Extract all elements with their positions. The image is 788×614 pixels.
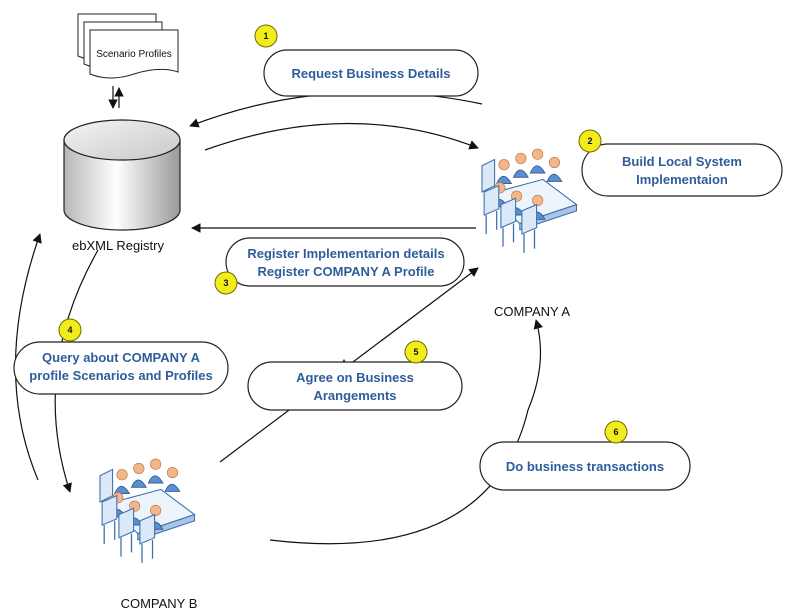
step-5-number: 5 [413, 347, 418, 357]
arrow-request-to-registry [189, 91, 483, 128]
step-4-badge [58, 318, 82, 342]
step-6: Do business transactions 6 [479, 420, 691, 491]
step-4-line-1: Query about COMPANY A [42, 350, 201, 365]
step-2: Build Local System Implementaion 2 [578, 129, 783, 197]
step-1-number: 1 [263, 31, 268, 41]
step-6-badge [604, 420, 628, 444]
step-3-line-2: Register COMPANY A Profile [258, 264, 435, 279]
step-5: Agree on Business Arangements 5 [247, 340, 463, 411]
step-6-text: Do business transactions [506, 459, 664, 474]
step-2-badge [578, 129, 602, 153]
step-5-line-2: Arangements [313, 388, 396, 403]
registry-label: ebXML Registry [72, 238, 164, 253]
step-4-line-2: profile Scenarios and Profiles [29, 368, 213, 383]
step-4-number: 4 [67, 325, 72, 335]
step-3-badge [214, 271, 238, 295]
scenario-profiles-label: Scenario Profiles [96, 49, 172, 60]
arrow-registry-to-company-a [204, 122, 479, 151]
step-5-line-1: Agree on Business [296, 370, 414, 385]
step-1-text: Request Business Details [292, 66, 451, 81]
company-a-label: COMPANY A [494, 304, 570, 319]
step-1: Request Business Details 1 [254, 24, 479, 97]
step-3: Register Implementarion details Register… [214, 237, 465, 295]
step-1-badge [254, 24, 278, 48]
step-2-number: 2 [587, 136, 592, 146]
step-6-number: 6 [613, 427, 618, 437]
step-5-badge [404, 340, 428, 364]
step-4: Query about COMPANY A profile Scenarios … [13, 318, 229, 395]
company-b-label: COMPANY B [121, 596, 198, 611]
step-3-line-1: Register Implementarion details [247, 246, 444, 261]
step-2-line-1: Build Local System [622, 154, 742, 169]
step-2-line-2: Implementaion [636, 172, 728, 187]
scenario-profiles-icon [77, 13, 179, 79]
company-a-meeting-icon [481, 148, 578, 254]
company-b-meeting-icon [99, 458, 196, 564]
step-3-number: 3 [223, 278, 228, 288]
registry-database-icon [63, 119, 181, 231]
